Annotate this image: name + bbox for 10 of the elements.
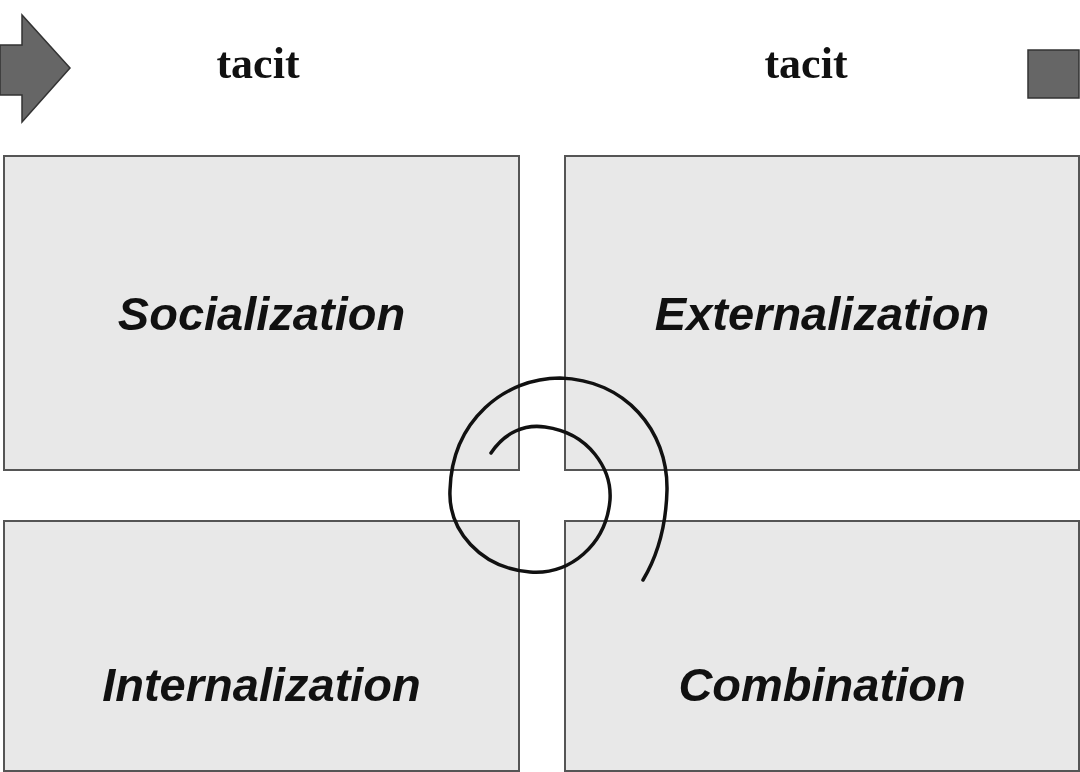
quadrant-label: Socialization [117,285,406,341]
quadrant-label: Internalization [102,657,421,712]
quadrant-box [3,520,520,772]
quadrant-label: Externalization [654,285,990,341]
quadrant-box [564,520,1080,772]
column-label: tacit [764,38,848,89]
column-label: tacit [216,38,300,89]
quadrant-label: Combination [678,657,966,712]
quadrant-box [564,155,1080,471]
quadrant-box [3,155,520,471]
